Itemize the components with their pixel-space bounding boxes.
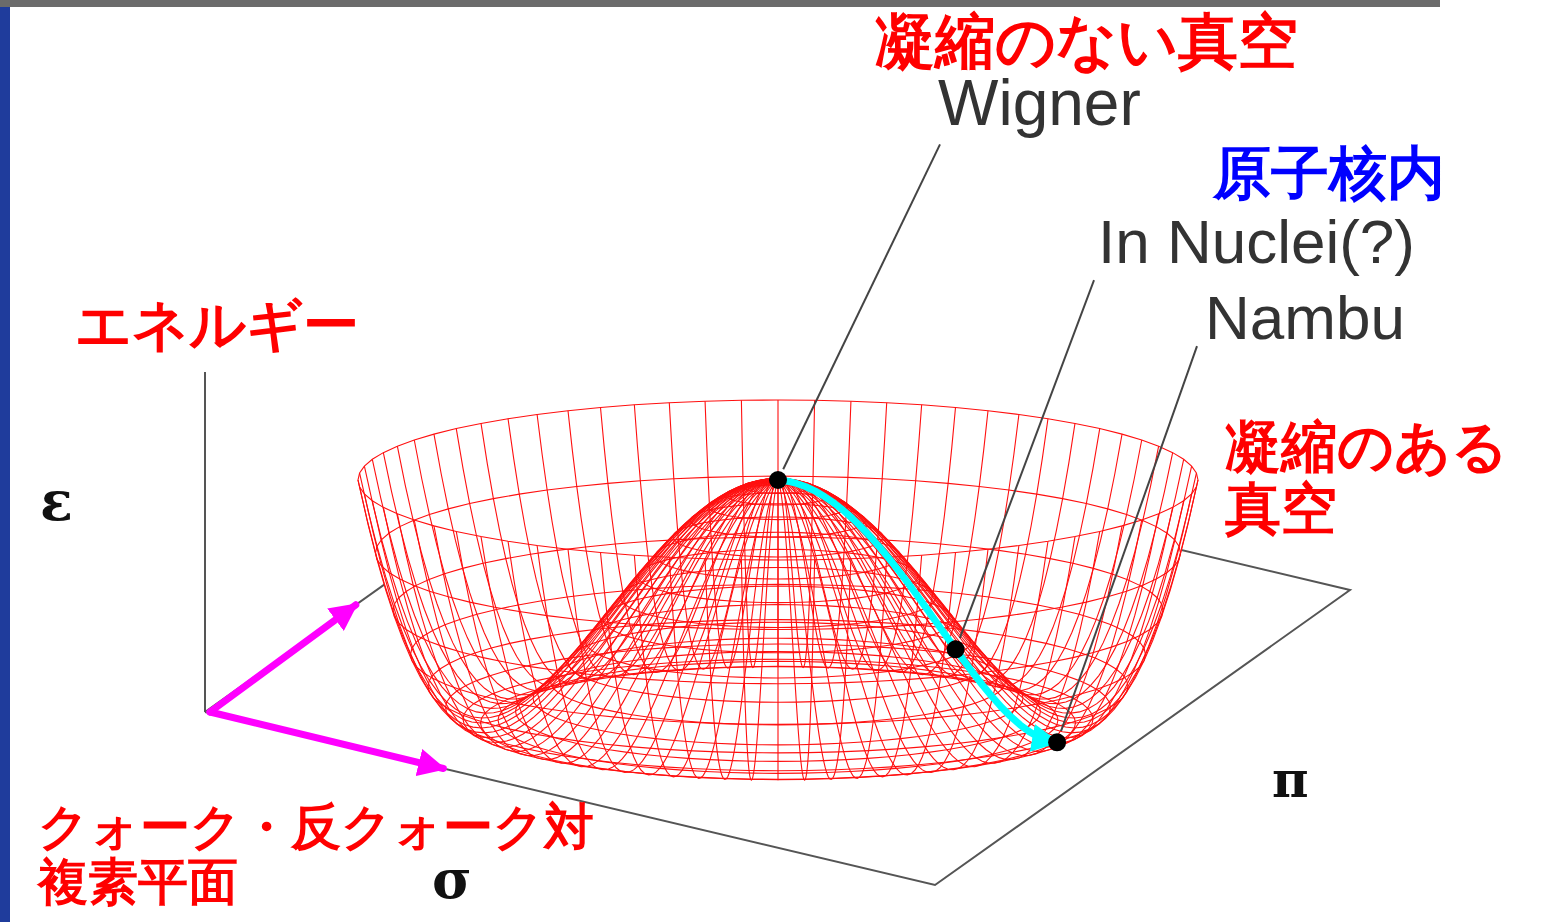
axis-title: エネルギー <box>75 294 359 356</box>
state-name: Wigner <box>938 68 1141 138</box>
mesh-line <box>372 459 778 708</box>
surface-fill <box>358 400 1198 780</box>
transition-arrow <box>778 480 1057 742</box>
mesh-line <box>414 440 778 695</box>
mesh-line <box>634 405 778 671</box>
side-strip <box>0 0 10 922</box>
mesh-line <box>778 480 851 779</box>
leader-line <box>1061 346 1197 731</box>
vacuum-title: 凝縮のある 真空 <box>1225 416 1527 539</box>
state-name: Nambu <box>1205 284 1405 352</box>
mesh-line <box>778 434 1122 691</box>
plane-arrow <box>210 605 356 712</box>
mesh-line <box>741 480 778 780</box>
mesh-line <box>777 400 778 667</box>
mesh-line <box>778 480 1142 751</box>
mesh-line <box>568 411 778 675</box>
mesh-line <box>778 407 956 672</box>
plane-arrow <box>210 712 443 768</box>
mesh-line <box>705 401 778 668</box>
axis-symbol: π <box>1272 752 1309 807</box>
mesh-line <box>778 405 922 671</box>
mesh-line <box>669 403 778 669</box>
axis-symbol: σ <box>432 850 472 909</box>
mesh-line <box>778 480 922 777</box>
vacuum-dot <box>947 640 965 658</box>
region-note: 原子核内 <box>1213 142 1445 206</box>
mesh-line <box>778 429 1100 687</box>
mesh-line <box>778 453 1173 704</box>
mesh-line <box>778 480 815 780</box>
mesh-line <box>372 480 778 738</box>
mesh-line <box>414 480 778 751</box>
mesh-line <box>397 480 778 747</box>
mesh-line <box>481 423 778 683</box>
leader-line <box>960 280 1094 638</box>
plane-title: クォーク・反クォーク対 複素平面 <box>38 800 608 910</box>
potential-surface <box>358 400 1198 780</box>
vacuum-title: 凝縮のない真空 <box>875 8 1298 74</box>
energy-axis <box>204 372 206 712</box>
mesh-line <box>537 480 778 770</box>
vacuum-dot <box>769 471 787 489</box>
leader-line <box>783 144 940 469</box>
mesh-line <box>778 419 1048 680</box>
mesh-line <box>778 423 1075 683</box>
mesh-line <box>383 453 778 704</box>
mesh-line <box>778 480 1019 770</box>
mesh-line <box>778 414 1019 677</box>
axis-symbol: ε <box>40 472 73 531</box>
mesh-line <box>741 400 778 667</box>
vacuum-dot <box>1048 733 1066 751</box>
top-bar <box>0 0 1440 7</box>
state-name: In Nuclei(?) <box>1098 208 1415 276</box>
mesh-line <box>778 401 851 668</box>
